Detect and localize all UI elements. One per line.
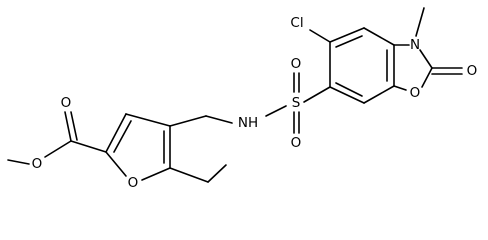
bond — [70, 140, 107, 153]
bond — [335, 82, 363, 97]
ring-oxygen-label: O — [410, 85, 421, 101]
bond — [419, 49, 433, 69]
bond — [303, 86, 331, 103]
sulfonyl-oxygen-bottom-label: O — [291, 135, 302, 151]
bond — [7, 159, 30, 165]
bond — [335, 35, 363, 48]
bond — [70, 111, 78, 141]
sulfur-label: S — [292, 95, 301, 111]
bond — [205, 115, 233, 124]
ester-carbonyl-oxygen-label: O — [61, 95, 72, 111]
bond — [105, 151, 127, 177]
bond — [265, 105, 287, 117]
bond — [329, 86, 365, 104]
bond — [393, 85, 407, 91]
bond — [415, 7, 425, 37]
molecule-diagram: Cl N O O S O O NH O O O — [7, 7, 478, 191]
sulfonyl-oxygen-top-label: O — [291, 56, 302, 72]
nitrogen-label: N — [410, 37, 420, 53]
furan-oxygen-label: O — [128, 175, 139, 191]
bond — [125, 113, 171, 127]
nh-label: NH — [238, 115, 258, 131]
bond — [309, 29, 331, 43]
bonds — [7, 7, 463, 183]
bond — [421, 67, 433, 88]
bond — [169, 167, 209, 183]
atom-labels: Cl N O O S O O NH O O O — [32, 15, 478, 191]
carbonyl-oxygen-label: O — [467, 63, 478, 79]
bond — [113, 120, 132, 153]
ester-oxygen-label: O — [32, 156, 43, 172]
bond — [207, 164, 227, 183]
bond — [363, 27, 395, 46]
bond — [363, 85, 395, 104]
bond — [141, 167, 171, 181]
bond — [329, 27, 365, 43]
bond — [64, 111, 72, 142]
chlorine-label: Cl — [290, 15, 303, 31]
bond — [169, 115, 207, 127]
bond — [44, 140, 72, 158]
bond — [105, 113, 127, 153]
